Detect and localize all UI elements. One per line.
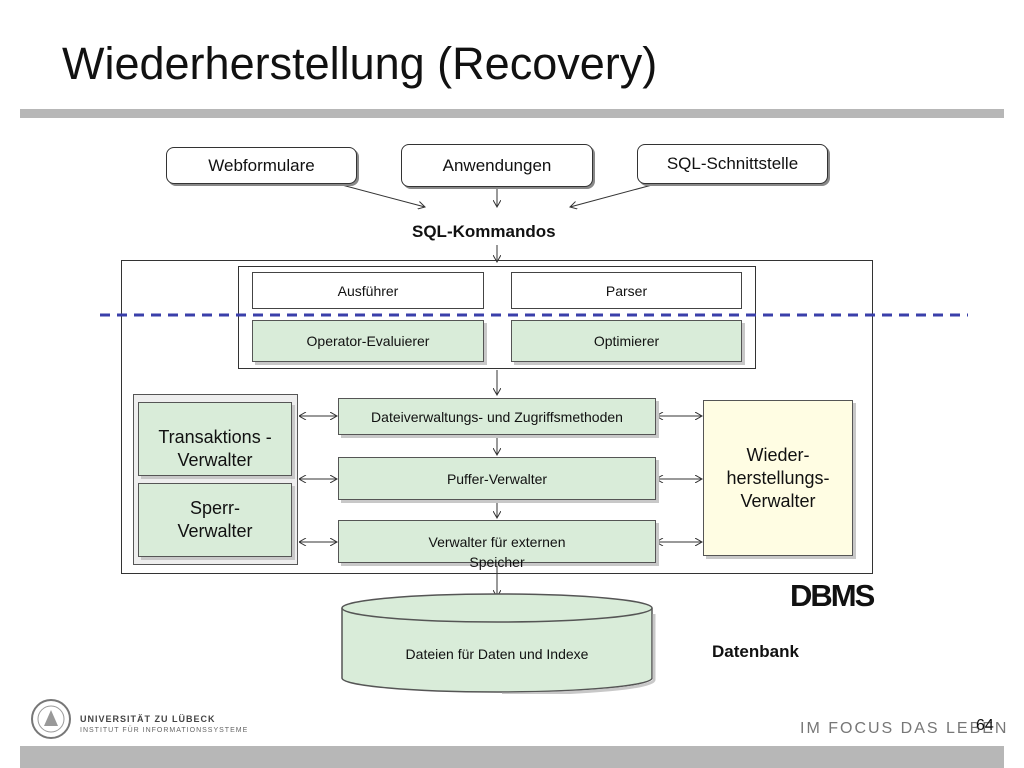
database-files-label: Dateien für Daten und Indexe [405, 646, 589, 662]
sql-schnittstelle-box: SQL-Schnittstelle [637, 144, 828, 184]
page-number: 64 [976, 717, 994, 734]
title-divider [20, 109, 1004, 118]
optimierer-box: Optimierer [511, 320, 742, 362]
anwendungen-label: Anwendungen [442, 155, 552, 175]
sql-kommandos-label: SQL-Kommandos [412, 222, 556, 241]
anwendungen-box: Anwendungen [401, 144, 593, 187]
webformulare-label: Webformulare [208, 155, 315, 175]
footer-bar [20, 746, 1004, 768]
dateiverwaltung-box: Dateiverwaltungs- und Zugriffsmethoden [338, 398, 656, 435]
page-title: Wiederherstellung (Recovery) [62, 38, 658, 89]
parser-box: Parser [511, 272, 742, 309]
externer-speicher-label: Verwalter für externen Speicher [428, 533, 566, 570]
externer-speicher-box: Verwalter für externen Speicher [338, 520, 656, 570]
operator-evaluierer-box: Operator-Evaluierer [252, 320, 484, 362]
datenbank-label: Datenbank [712, 642, 799, 661]
puffer-verwalter-box: Puffer-Verwalter [338, 457, 656, 500]
university-name: UNIVERSITÄT ZU LÜBECK [80, 714, 216, 724]
arrow-sql-schnittstelle [570, 184, 653, 207]
arrow-webformulare [341, 184, 425, 207]
dbms-frame [121, 260, 873, 574]
footer-slogan: IM FOCUS DAS LEBEN [800, 720, 1009, 737]
optimierer-label: Optimierer [593, 333, 660, 349]
operator-evaluierer-label: Operator-Evaluierer [306, 333, 430, 349]
sperr-verwalter-box: Sperr- Verwalter [138, 483, 292, 557]
wiederherstellungs-verwalter-label: Wieder- herstellungs- Verwalter [726, 444, 830, 511]
webformulare-box: Webformulare [166, 147, 357, 184]
sql-schnittstelle-label: SQL-Schnittstelle [666, 154, 799, 173]
university-seal-icon [31, 699, 71, 739]
ausfuehrer-label: Ausführer [337, 282, 399, 299]
parser-label: Parser [605, 282, 648, 299]
database-cylinder [341, 593, 656, 694]
puffer-verwalter-label: Puffer-Verwalter [446, 470, 548, 487]
transaktions-verwalter-box: Transaktions - Verwalter [138, 402, 292, 476]
query-processing-frame [238, 266, 756, 369]
institute-name: INSTITUT FÜR INFORMATIONSSYSTEME [80, 727, 249, 734]
transaktions-verwalter-label: Transaktions - Verwalter [158, 427, 272, 470]
sperr-verwalter-label: Sperr- Verwalter [177, 498, 253, 541]
wiederherstellungs-verwalter-box: Wieder- herstellungs- Verwalter [703, 400, 853, 556]
ausfuehrer-box: Ausführer [252, 272, 484, 309]
dateiverwaltung-label: Dateiverwaltungs- und Zugriffsmethoden [371, 408, 623, 425]
dbms-label: DBMS [790, 578, 875, 613]
database-files-box: Dateien für Daten und Indexe [342, 640, 652, 668]
